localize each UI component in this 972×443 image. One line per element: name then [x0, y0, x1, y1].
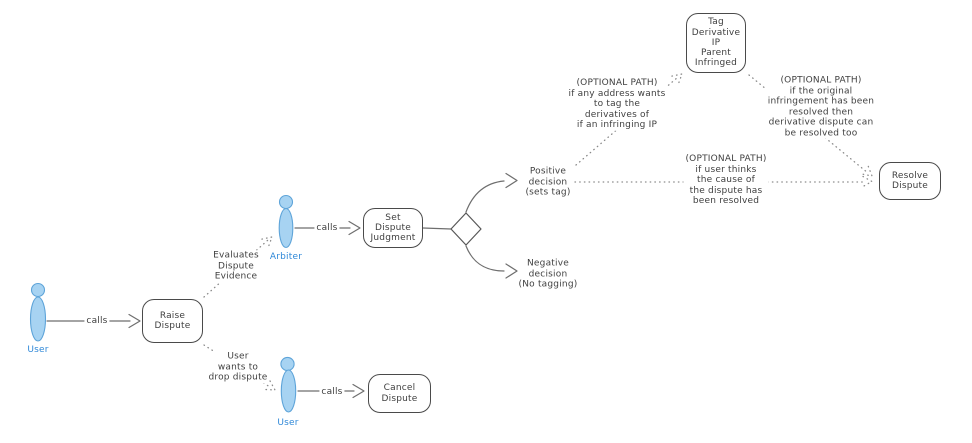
negative-decision-label: Negative decision (No tagging): [518, 258, 578, 290]
user2-label: User: [277, 417, 299, 428]
calls-label-3: calls: [319, 386, 345, 398]
drop-dispute-label: User wants to drop dispute: [206, 351, 270, 383]
arbiter-actor-icon: [278, 194, 294, 249]
calls-label-1: calls: [84, 315, 110, 327]
calls-label-2: calls: [314, 222, 340, 234]
user1-label: User: [27, 344, 49, 355]
node-tag-derivative: Tag Derivative IP Parent Infringed: [686, 13, 746, 73]
dotted-tag-resolve: [748, 74, 873, 177]
node-raise-dispute: Raise Dispute: [142, 299, 203, 343]
node-set-dispute-judgment: Set Dispute Judgment: [363, 208, 423, 248]
optional-path-user-label: (OPTIONAL PATH) if user thinks the cause…: [683, 153, 769, 207]
arbiter-label: Arbiter: [269, 251, 303, 262]
node-resolve-dispute: Resolve Dispute: [879, 162, 941, 200]
line-set-diamond: [422, 227, 452, 230]
user-actor-icon: [29, 282, 47, 342]
optional-path-resolved-label: (OPTIONAL PATH) if the original infringe…: [765, 75, 877, 139]
evaluates-label: Evaluates Dispute Evidence: [211, 250, 261, 282]
arrow-positive-branch: [465, 172, 518, 213]
arrow-negative-branch: [465, 245, 518, 279]
user2-actor-icon: [280, 356, 297, 413]
optional-path-tag-label: (OPTIONAL PATH) if any address wants to …: [566, 77, 668, 131]
decision-diamond: [450, 212, 482, 246]
node-cancel-dispute: Cancel Dispute: [368, 374, 431, 413]
positive-decision-label: Positive decision (sets tag): [523, 166, 573, 198]
